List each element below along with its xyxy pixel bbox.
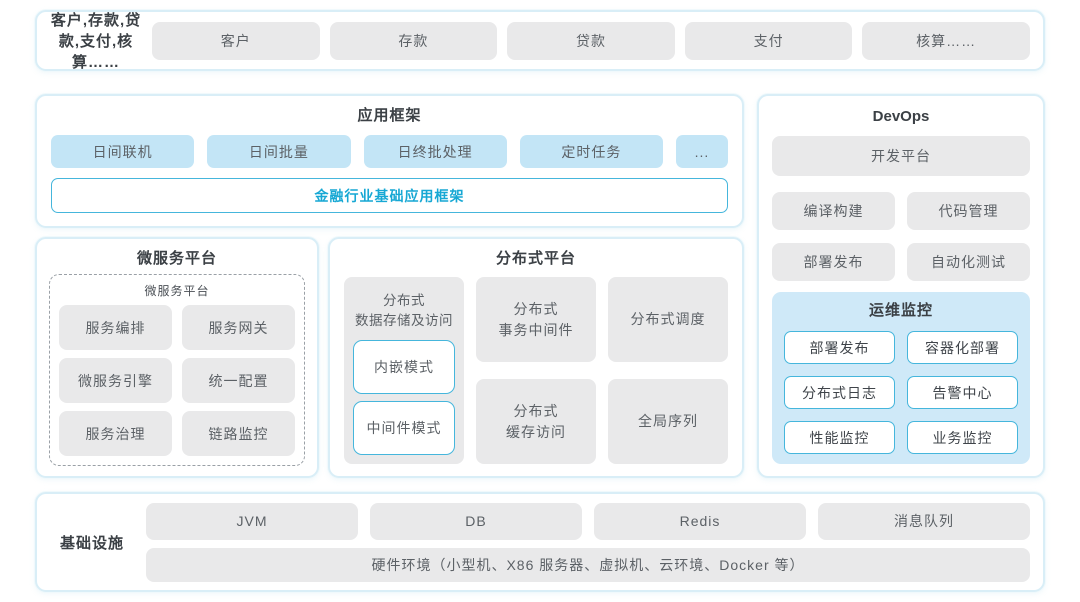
microservice-inner-box: 微服务平台 服务编排 服务网关 微服务引擎 统一配置 服务治理 链路监控 xyxy=(49,274,305,466)
monitor-item-business: 业务监控 xyxy=(907,421,1018,454)
devops-panel: DevOps 开发平台 编译构建 代码管理 部署发布 自动化测试 运维监控 部署… xyxy=(757,94,1045,478)
devops-tool-deploy: 部署发布 xyxy=(772,243,895,281)
infrastructure-panel: 基础设施 JVM DB Redis 消息队列 硬件环境（小型机、X86 服务器、… xyxy=(35,492,1045,592)
middle-left-column: 应用框架 日间联机 日间批量 日终批处理 定时任务 ... 金融行业基础应用框架… xyxy=(35,94,744,478)
micro-item-tracing: 链路监控 xyxy=(182,411,295,456)
module-scheduled-tasks: 定时任务 xyxy=(519,135,663,168)
business-item-payment: 支付 xyxy=(684,21,853,60)
dist-cell-scheduling: 分布式调度 xyxy=(608,277,728,362)
module-daytime-batch: 日间批量 xyxy=(207,135,351,168)
micro-item-engine: 微服务引擎 xyxy=(59,358,172,403)
devops-tool-code: 代码管理 xyxy=(907,192,1030,230)
microservice-grid: 服务编排 服务网关 微服务引擎 统一配置 服务治理 链路监控 xyxy=(59,305,295,456)
ops-monitoring-box: 运维监控 部署发布 容器化部署 分布式日志 告警中心 性能监控 业务监控 xyxy=(772,292,1030,464)
infra-item-db: DB xyxy=(370,502,582,540)
business-item-loan: 贷款 xyxy=(507,21,675,60)
middle-section: 应用框架 日间联机 日间批量 日终批处理 定时任务 ... 金融行业基础应用框架… xyxy=(35,94,1045,478)
module-more: ... xyxy=(676,135,728,168)
app-framework-panel: 应用框架 日间联机 日间批量 日终批处理 定时任务 ... 金融行业基础应用框架 xyxy=(35,94,744,228)
microservice-title: 微服务平台 xyxy=(136,250,217,267)
infra-item-mq: 消息队列 xyxy=(818,502,1030,540)
distributed-panel: 分布式平台 分布式 数据存储及访问 内嵌模式 中间件模式 分布式 事务中间件 分… xyxy=(328,237,744,478)
infrastructure-row: JVM DB Redis 消息队列 xyxy=(146,502,1030,540)
business-item-customer: 客户 xyxy=(152,21,320,60)
devops-dev-platform: 开发平台 xyxy=(772,136,1030,176)
infra-item-redis: Redis xyxy=(594,502,806,540)
microservice-inner-title: 微服务平台 xyxy=(144,284,210,298)
micro-item-orchestration: 服务编排 xyxy=(59,305,172,350)
dist-cell-cache: 分布式 缓存访问 xyxy=(476,379,596,464)
micro-item-governance: 服务治理 xyxy=(59,411,172,456)
storage-mode-embedded: 内嵌模式 xyxy=(353,340,455,395)
monitor-item-alerts: 告警中心 xyxy=(907,376,1018,409)
distributed-title: 分布式平台 xyxy=(495,250,576,267)
base-framework-box: 金融行业基础应用框架 xyxy=(51,178,728,213)
devops-title: DevOps xyxy=(872,108,930,125)
business-systems-label: 客户,存款,贷款,支付,核算…… xyxy=(50,12,142,71)
infrastructure-content: JVM DB Redis 消息队列 硬件环境（小型机、X86 服务器、虚拟机、云… xyxy=(146,502,1030,582)
module-daytime-online: 日间联机 xyxy=(51,135,195,168)
distributed-storage-box: 分布式 数据存储及访问 内嵌模式 中间件模式 xyxy=(344,277,464,464)
business-item-accounting: 核算…… xyxy=(862,21,1030,60)
monitor-item-logs: 分布式日志 xyxy=(784,376,895,409)
distributed-grid: 分布式 数据存储及访问 内嵌模式 中间件模式 分布式 事务中间件 分布式调度 分… xyxy=(344,277,728,464)
distributed-storage-label: 分布式 数据存储及访问 xyxy=(355,293,453,328)
storage-mode-middleware: 中间件模式 xyxy=(353,401,455,455)
monitor-item-container: 容器化部署 xyxy=(907,331,1018,364)
hardware-environment-box: 硬件环境（小型机、X86 服务器、虚拟机、云环境、Docker 等） xyxy=(146,547,1030,582)
business-systems-panel: 客户,存款,贷款,支付,核算…… 客户 存款 贷款 支付 核算…… xyxy=(35,10,1045,71)
infrastructure-label: 基础设施 xyxy=(59,534,124,552)
monitor-item-performance: 性能监控 xyxy=(784,421,895,454)
business-item-deposit: 存款 xyxy=(329,21,498,60)
ops-monitoring-grid: 部署发布 容器化部署 分布式日志 告警中心 性能监控 业务监控 xyxy=(784,331,1018,454)
dist-cell-sequence: 全局序列 xyxy=(608,379,728,464)
devops-tools-grid: 编译构建 代码管理 部署发布 自动化测试 xyxy=(772,192,1030,281)
infra-item-jvm: JVM xyxy=(146,502,358,540)
app-framework-modules: 日间联机 日间批量 日终批处理 定时任务 ... xyxy=(51,135,728,168)
micro-item-gateway: 服务网关 xyxy=(182,305,295,350)
dist-cell-transaction: 分布式 事务中间件 xyxy=(476,277,596,362)
app-framework-title: 应用框架 xyxy=(357,107,422,124)
ops-monitoring-title: 运维监控 xyxy=(868,302,933,319)
devops-tool-build: 编译构建 xyxy=(772,192,895,230)
platforms-row: 微服务平台 微服务平台 服务编排 服务网关 微服务引擎 统一配置 服务治理 链路… xyxy=(35,237,744,478)
devops-tool-autotest: 自动化测试 xyxy=(907,243,1030,281)
micro-item-config: 统一配置 xyxy=(182,358,295,403)
module-eod-batch: 日终批处理 xyxy=(363,135,507,168)
monitor-item-deploy: 部署发布 xyxy=(784,331,895,364)
microservice-panel: 微服务平台 微服务平台 服务编排 服务网关 微服务引擎 统一配置 服务治理 链路… xyxy=(35,237,319,478)
